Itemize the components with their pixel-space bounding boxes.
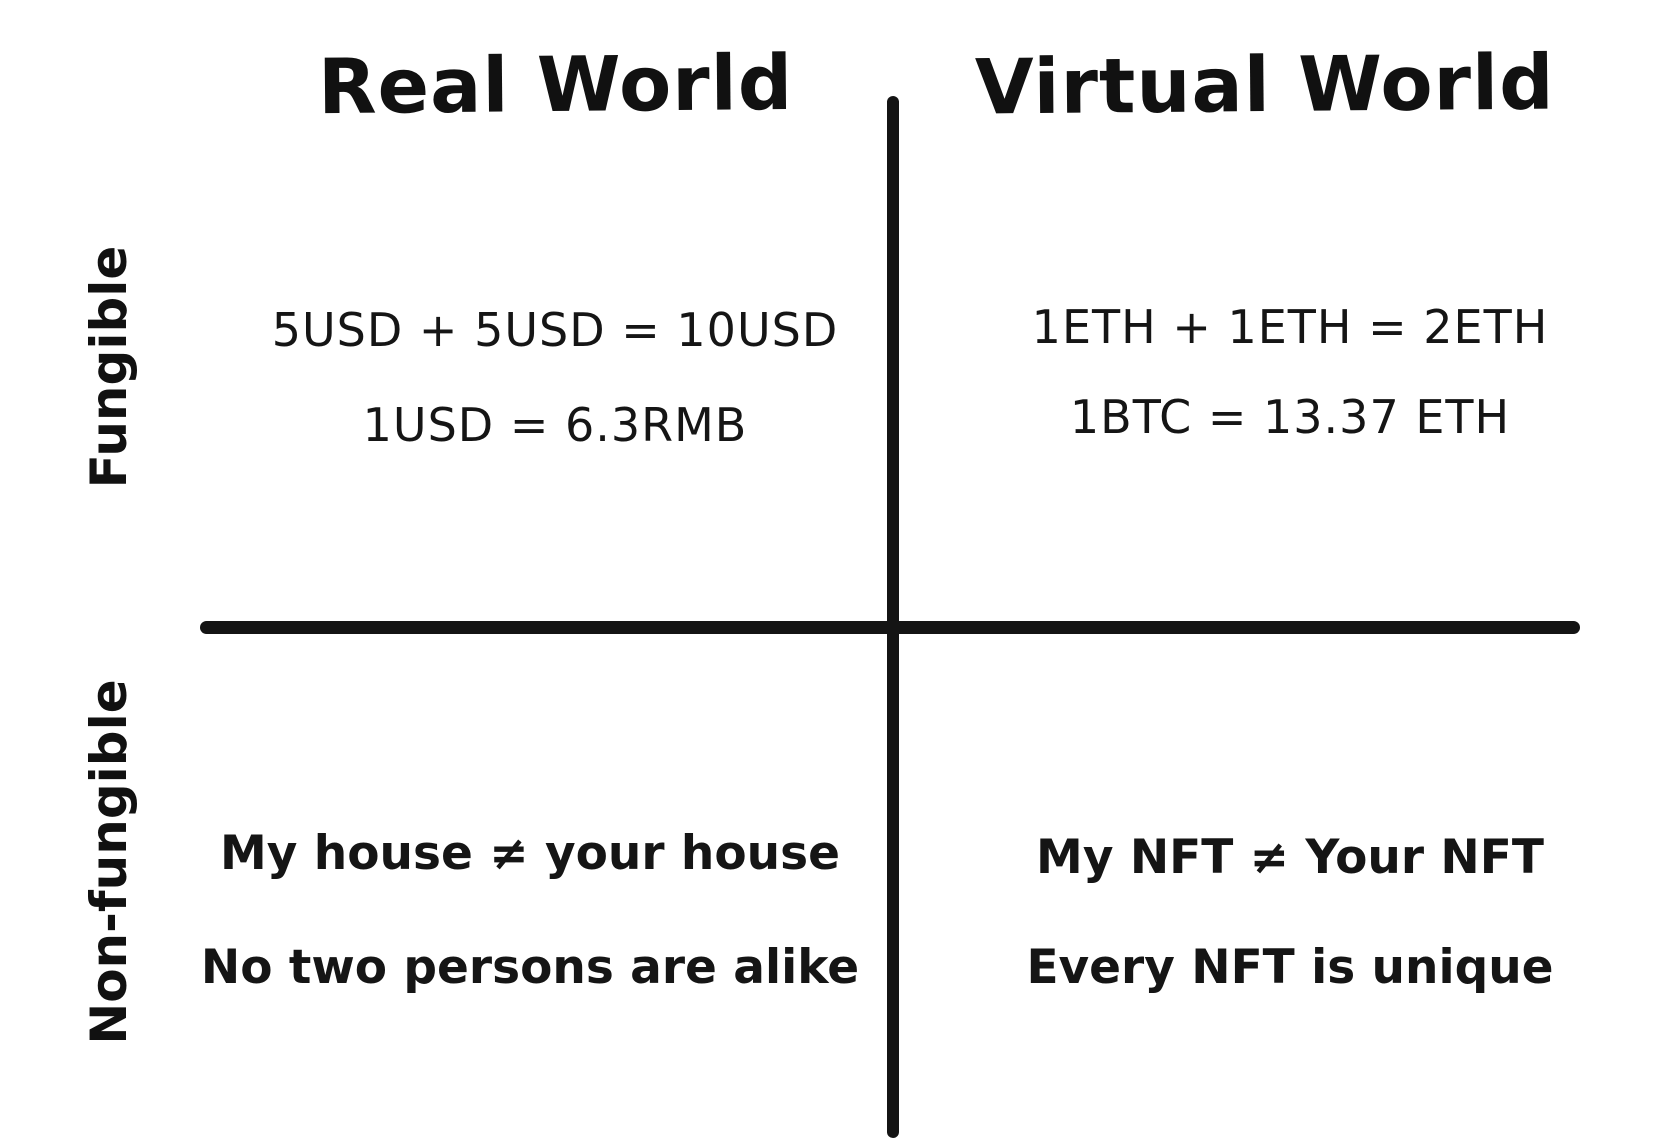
column-header-virtual-world: Virtual World bbox=[974, 37, 1555, 132]
fungible-real-line-1: 5USD + 5USD = 10USD bbox=[271, 303, 839, 357]
nonfungible-virtual-line-2: Every NFT is unique bbox=[1026, 940, 1554, 995]
nonfungible-real-line-2: No two persons are alike bbox=[200, 940, 860, 995]
row-label-fungible: Fungible bbox=[80, 245, 138, 489]
nonfungible-virtual-line-1: My NFT ≠ Your NFT bbox=[1036, 830, 1544, 885]
horizontal-divider bbox=[200, 621, 1580, 634]
column-header-real-world: Real World bbox=[317, 37, 794, 132]
fungible-real-line-2: 1USD = 6.3RMB bbox=[362, 398, 748, 452]
fungible-virtual-line-1: 1ETH + 1ETH = 2ETH bbox=[1031, 300, 1549, 354]
row-label-non-fungible: Non-fungible bbox=[80, 679, 138, 1045]
nonfungible-real-line-1: My house ≠ your house bbox=[220, 826, 840, 881]
vertical-divider bbox=[887, 96, 899, 1138]
fungible-virtual-line-2: 1BTC = 13.37 ETH bbox=[1069, 390, 1511, 444]
